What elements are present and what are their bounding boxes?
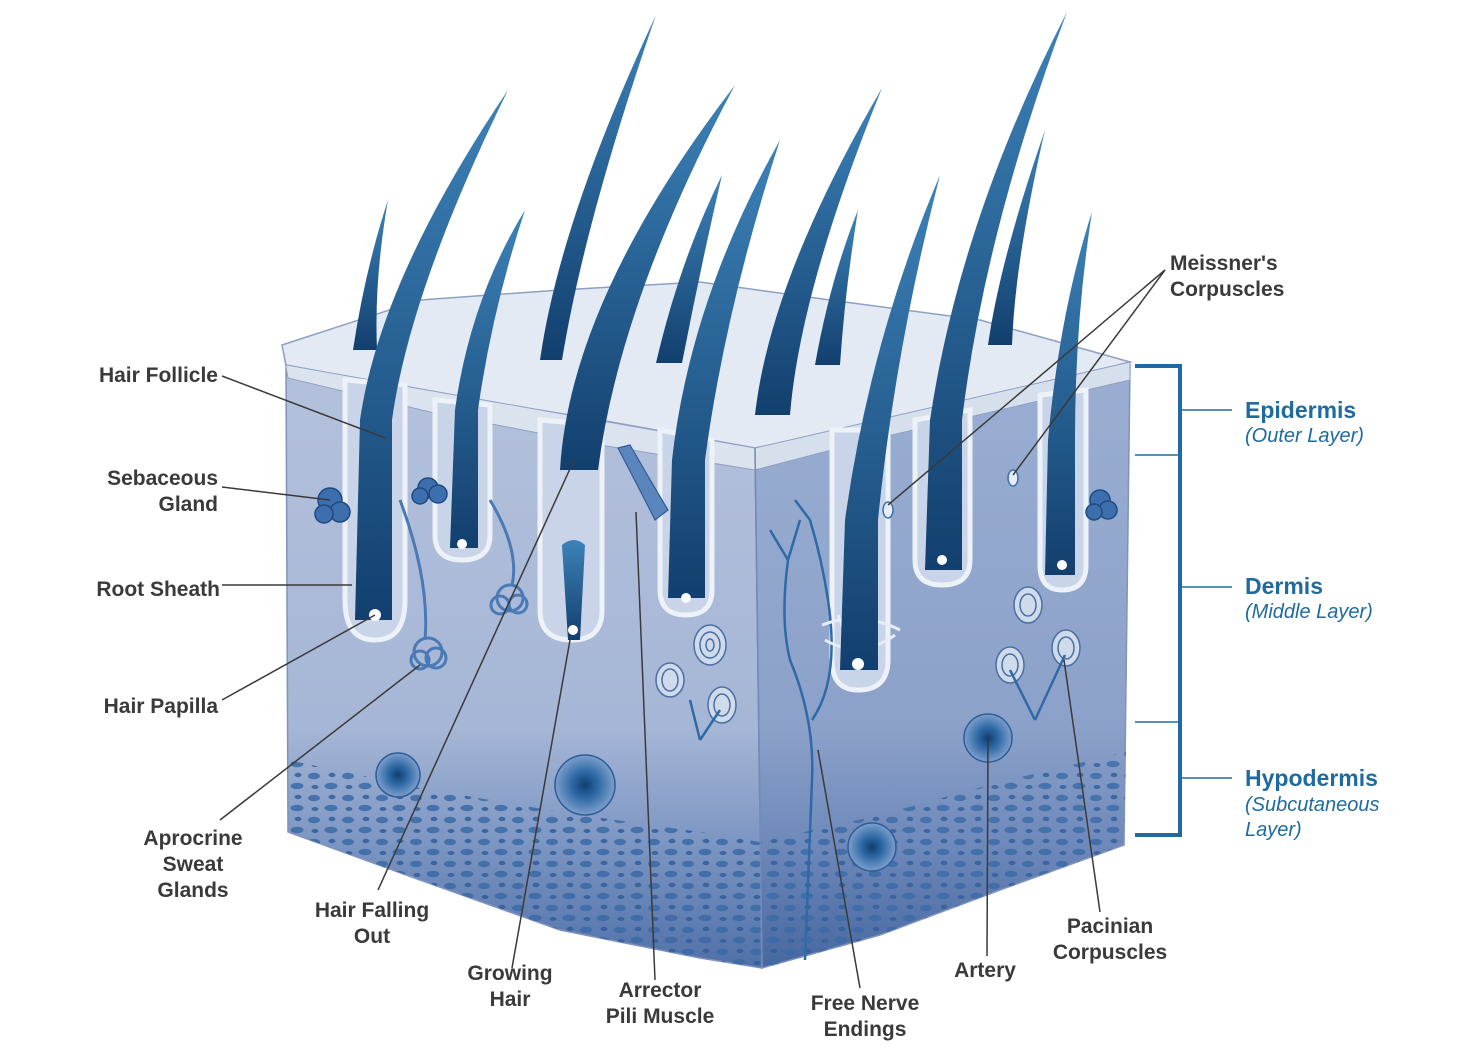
label-free-nerve-endings: Free Nerve Endings [810, 992, 920, 1041]
label-artery: Artery [954, 959, 1016, 982]
layer-dermis-name: Dermis [1245, 573, 1323, 599]
label-meissners-corpuscles: Meissner's Corpuscles [1170, 252, 1285, 301]
label-pacinian-corpuscles: Pacinian Corpuscles [1052, 915, 1168, 964]
label-sebaceous-gland: Sebaceous Gland [107, 467, 218, 516]
label-hair-falling-out: Hair Falling Out [314, 899, 430, 948]
layer-epidermis-name: Epidermis [1245, 397, 1357, 423]
label-hair-papilla: Hair Papilla [103, 695, 218, 718]
pacinian-corpuscles [655, 586, 1081, 724]
arrector-pili-muscle [617, 444, 669, 521]
label-apocrine-sweat-glands: Aprocrine Sweat Glands [143, 827, 243, 902]
free-nerve-endings [688, 499, 1067, 961]
leader-lines [219, 269, 1166, 989]
layer-bracket [1135, 364, 1232, 837]
hypodermis-side [760, 752, 1126, 968]
arteries [375, 713, 1013, 872]
layer-hypodermis-desc: (Subcutaneous Layer) [1245, 794, 1380, 841]
hairs [353, 12, 1092, 670]
label-arrector-pili-muscle: Arrector Pili Muscle [605, 979, 715, 1028]
label-root-sheath: Root Sheath [96, 578, 220, 601]
hair-papillae [369, 539, 1067, 670]
label-hair-follicle: Hair Follicle [98, 364, 218, 387]
apocrine-sweat-glands [398, 499, 529, 671]
meissners-corpuscles [882, 469, 1019, 519]
layer-hypodermis-name: Hypodermis [1245, 765, 1378, 791]
label-growing-hair: Growing Hair [467, 962, 553, 1011]
layer-dermis-desc: (Middle Layer) [1245, 601, 1373, 623]
sebaceous-glands [314, 477, 1118, 524]
hypodermis-front [288, 760, 762, 968]
layer-epidermis-desc: (Outer Layer) [1245, 425, 1364, 447]
